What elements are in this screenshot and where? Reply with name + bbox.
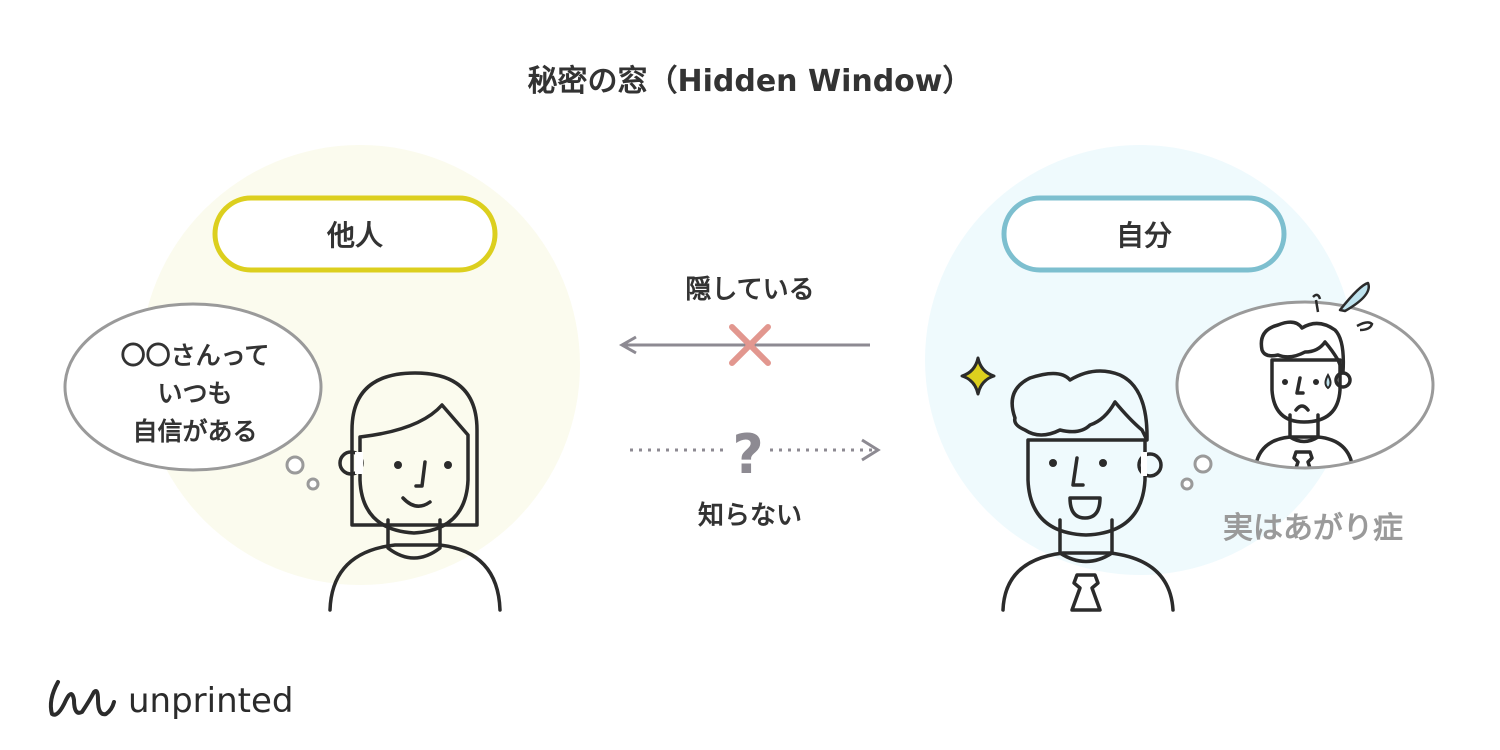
sweat-drop-icon [1312, 293, 1322, 313]
unprinted-logo: unprinted [48, 680, 293, 721]
sweat-drop-icon [1356, 321, 1374, 332]
nervous-man-figure [1253, 320, 1355, 468]
blocked-x-icon [729, 324, 771, 366]
thought-line-1: 〇〇さんって [121, 341, 270, 370]
not-knowing-label: 知らない [698, 501, 802, 531]
others-label-pill: 他人 [212, 195, 498, 273]
thought-line-2: いつも [157, 379, 232, 408]
man-figure [1001, 369, 1175, 612]
secret-text: 実はあがり症 [1223, 511, 1403, 546]
logo-mark-icon [48, 680, 116, 717]
logo-text: unprinted [128, 681, 293, 721]
question-mark-icon: ? [732, 423, 763, 486]
woman-figure [328, 371, 502, 612]
others-thought-bubble: 〇〇さんって いつも 自信がある [63, 302, 323, 491]
hiding-label: 隠している [685, 275, 814, 305]
others-label: 他人 [326, 219, 383, 252]
thought-line-3: 自信がある [132, 417, 257, 446]
right-dotted-arrow [630, 438, 881, 462]
self-thought-bubble [1175, 281, 1435, 491]
sweat-drop-icon [1338, 281, 1370, 313]
self-label-pill: 自分 [1001, 195, 1287, 273]
self-label: 自分 [1116, 219, 1172, 252]
page-title: 秘密の窓（Hidden Window） [527, 64, 972, 99]
sparkle-icon [960, 356, 996, 396]
